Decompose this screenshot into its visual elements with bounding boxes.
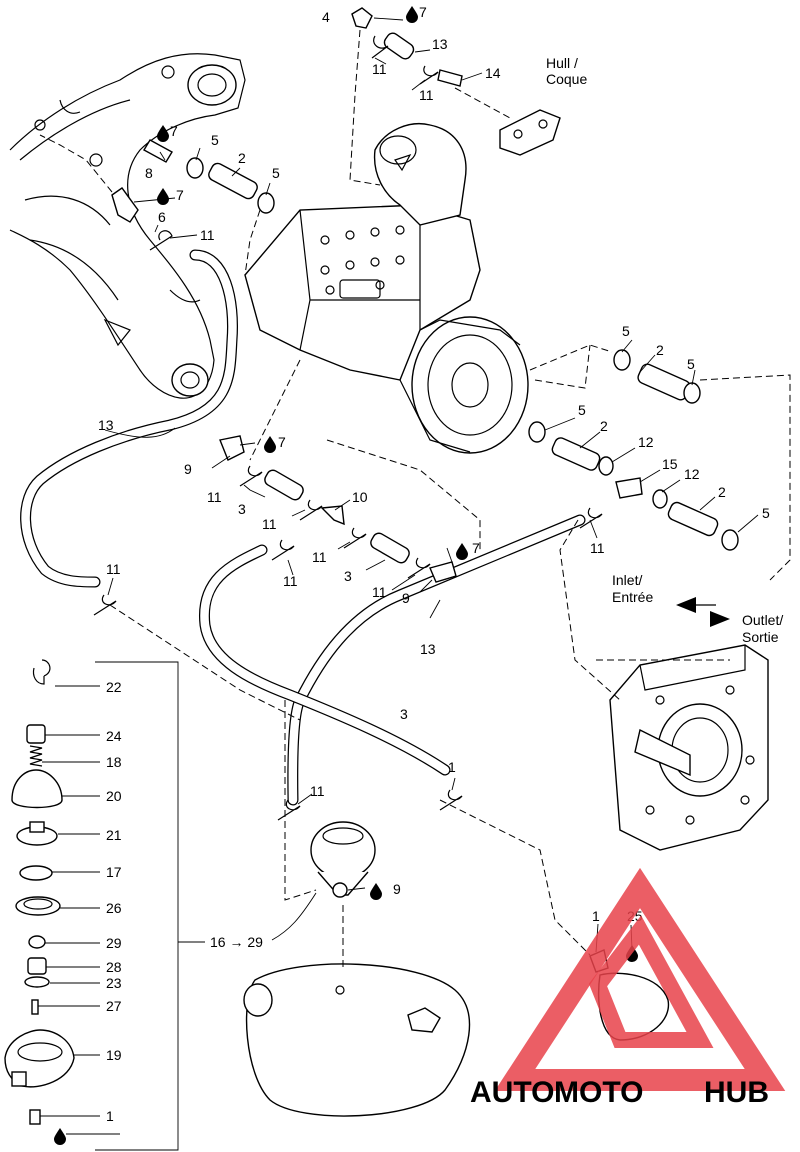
callout: 7 — [176, 187, 184, 203]
callout: 29 — [106, 935, 122, 951]
group-bracket — [95, 661, 317, 1151]
callout: 19 — [106, 1047, 122, 1063]
callout: 2 — [718, 484, 726, 500]
callout: 10 — [352, 489, 368, 505]
callout: 11 — [200, 227, 215, 243]
flow-arrows — [676, 597, 730, 627]
callout: 22 — [106, 679, 122, 695]
drop-icon — [157, 188, 169, 205]
callout: 9 — [402, 590, 410, 606]
callout: 5 — [272, 165, 280, 181]
callout: 5 — [762, 505, 770, 521]
callout: 4 — [322, 9, 330, 25]
outlet-arrow-icon — [710, 611, 730, 627]
callout: 1 — [592, 908, 600, 924]
callout: 13 — [98, 417, 114, 433]
coque-label: Coque — [546, 71, 587, 87]
callout: 5 — [622, 323, 630, 339]
callout: 18 — [106, 754, 122, 770]
routing-dashed-lines — [39, 29, 791, 970]
drop-icon — [54, 1128, 66, 1145]
callout: 12 — [638, 434, 654, 450]
entree-label: Entrée — [612, 589, 653, 605]
callout: 7 — [472, 540, 480, 556]
callout: 12 — [684, 466, 700, 482]
short-hoses — [208, 32, 719, 564]
group-range-label: 16 → 29 — [210, 934, 263, 950]
callout: 5 — [211, 132, 219, 148]
callout: 11 — [372, 584, 387, 600]
engine-block — [244, 123, 529, 454]
clamps — [93, 35, 739, 821]
watermark-text-hub: HUB — [704, 1076, 769, 1109]
callout: 9 — [393, 881, 401, 897]
inlet-label: Inlet/ — [612, 572, 642, 588]
callout: 2 — [600, 418, 608, 434]
outlet-label: Outlet/ — [742, 612, 783, 628]
callout: 11 — [283, 573, 298, 589]
callout: 5 — [578, 402, 586, 418]
callout: 15 — [662, 456, 678, 472]
callout: 11 — [106, 561, 121, 577]
callout: 26 — [106, 900, 122, 916]
location-labels: Hull / Coque Inlet/ Entrée Outlet/ Sorti… — [546, 55, 783, 645]
expansion-chamber — [310, 821, 376, 898]
inlet-arrow-icon — [676, 597, 696, 613]
callout: 8 — [145, 165, 153, 181]
callout: 27 — [106, 998, 122, 1014]
drop-icon — [370, 883, 382, 900]
callout: 11 — [590, 540, 605, 556]
callout: 13 — [432, 36, 448, 52]
callout: 11 — [310, 783, 325, 799]
drop-icon — [406, 6, 418, 23]
automotohub-watermark: AUTO MOTO HUB — [470, 867, 786, 1109]
callout: 11 — [207, 489, 222, 505]
drop-icon — [157, 125, 169, 142]
callout: 7 — [170, 123, 178, 139]
callout: 14 — [485, 65, 501, 81]
callout: 5 — [687, 356, 695, 372]
callout: 17 — [106, 864, 122, 880]
watermark-inner-triangle — [588, 915, 714, 1048]
exhaust-manifold — [9, 53, 246, 399]
callout: 1 — [106, 1108, 114, 1124]
callout: 24 — [106, 728, 122, 744]
callout: 11 — [372, 61, 387, 77]
callout: 11 — [312, 549, 327, 565]
exploded-fitting-stack — [4, 659, 75, 1125]
muffler — [243, 963, 471, 1117]
callout: 7 — [419, 4, 427, 20]
callout: 9 — [184, 461, 192, 477]
callout: 20 — [106, 788, 122, 804]
engine-bolt-pattern — [320, 225, 405, 295]
callout: 11 — [419, 87, 434, 103]
callout: 3 — [238, 501, 246, 517]
callout: 3 — [400, 706, 408, 722]
drop-icon — [456, 543, 468, 560]
drop-icon — [264, 436, 276, 453]
callout: 1 — [448, 759, 456, 775]
callout: 13 — [420, 641, 436, 657]
callout: 3 — [344, 568, 352, 584]
sortie-label: Sortie — [742, 629, 779, 645]
hull-bracket — [499, 109, 561, 156]
callout: 7 — [278, 434, 286, 450]
jet-pump — [609, 644, 769, 851]
callout: 11 — [262, 516, 277, 532]
callout: 2 — [656, 342, 664, 358]
hoses — [20, 249, 586, 806]
watermark-triangle — [494, 867, 786, 1091]
watermark-text-moto: MOTO — [554, 1076, 643, 1109]
callout: 21 — [106, 827, 122, 843]
hull-label: Hull / — [546, 55, 578, 71]
callout: 28 — [106, 959, 122, 975]
callout: 2 — [238, 150, 246, 166]
callout: 6 — [158, 209, 166, 225]
callout: 23 — [106, 975, 122, 991]
watermark-text-auto: AUTO — [470, 1076, 554, 1109]
leader-lines — [38, 17, 759, 1135]
